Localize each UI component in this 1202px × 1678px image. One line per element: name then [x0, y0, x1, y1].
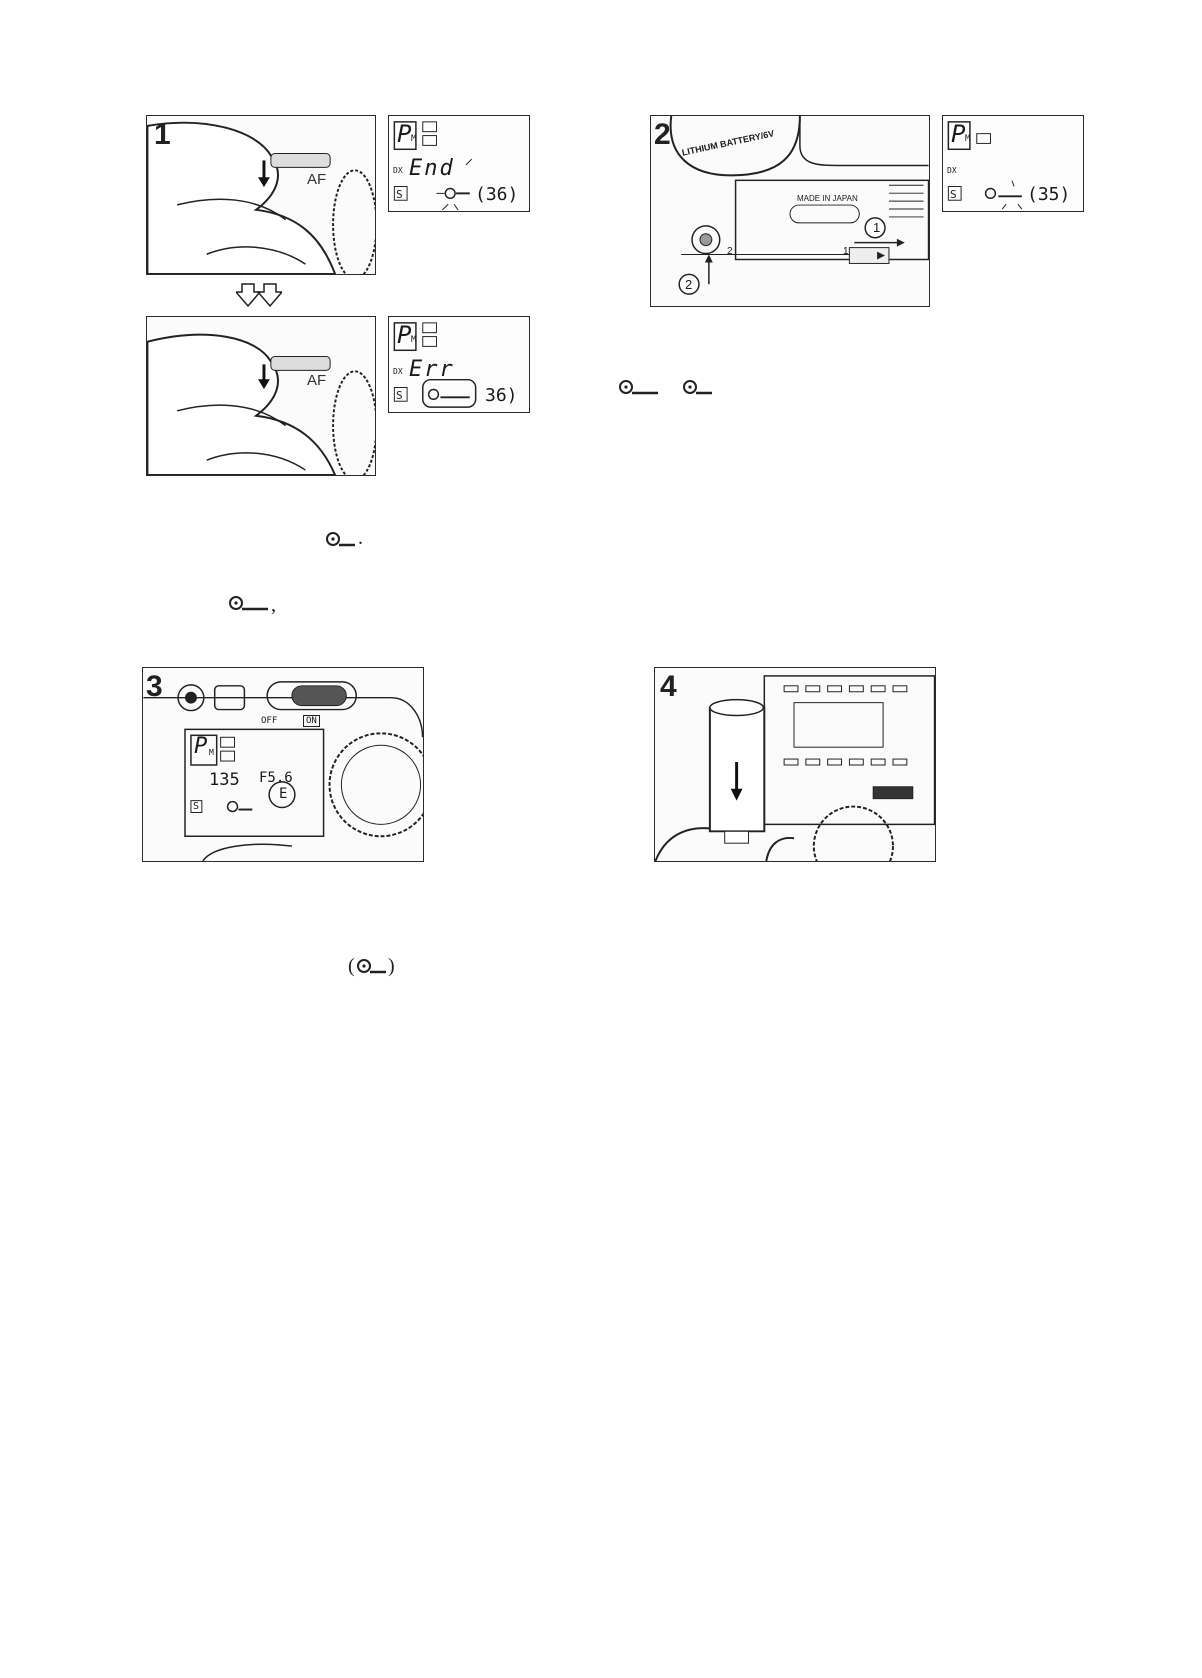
text-fragment-paren-open: ( [348, 955, 355, 977]
e-mark: E [279, 786, 288, 802]
lcd-frame-count: (36) [475, 184, 519, 205]
lcd-mode: P [194, 734, 208, 759]
on-label: ON [303, 715, 320, 727]
film-leader-icon-short [326, 532, 355, 547]
lcd-frame-count: (35) [1027, 184, 1071, 205]
off-label: OFF [261, 716, 278, 726]
figure-1-top-camera-illustration: AF [146, 115, 376, 275]
lcd-mode-sub: M [411, 134, 417, 144]
lcd-panel-fig2: P M DX S (35) [942, 115, 1084, 212]
callout-2: 2 [685, 277, 693, 292]
made-in-label: MADE IN JAPAN [797, 194, 858, 203]
text-fragment-paren-close: ) [388, 955, 395, 977]
step-number-1: 1 [154, 118, 171, 151]
step-number-3: 3 [146, 670, 163, 703]
lcd-mode-sub: M [965, 134, 971, 144]
af-label: AF [307, 372, 327, 389]
lcd-s: S [193, 801, 200, 812]
scale-label-1: 1 [843, 246, 849, 257]
lcd-panel-err: P M DX Err S 36) [388, 316, 530, 413]
lcd-dx: DX [393, 166, 403, 175]
lcd-main-readout: Err [409, 357, 455, 382]
lcd-mode-sub: M [209, 748, 214, 757]
lcd-dx: DX [393, 367, 403, 376]
lcd-dx: DX [947, 166, 957, 175]
figure-4-film-cartridge-illustration [654, 667, 936, 862]
film-leader-icon-long [619, 380, 658, 395]
film-leader-icon-short [357, 959, 386, 974]
scale-label-2: 2 [727, 246, 733, 257]
af-label: AF [307, 171, 327, 188]
figure-2-camera-bottom-illustration: LITHIUM BATTERY/6V MADE IN JAPAN 1 2 2 1 [650, 115, 930, 307]
down-arrow-icon [236, 283, 282, 308]
lcd-mode: P [397, 120, 412, 148]
text-fragment-period: . [358, 527, 363, 549]
figure-3-top-plate-illustration: OFF ON P M 135 F5.6 E S [142, 667, 424, 862]
shutter-release-drawing [147, 121, 375, 274]
lcd-main-readout: End [409, 156, 455, 181]
aperture-readout: F5.6 [259, 770, 293, 786]
lcd-mode-sub: M [411, 335, 417, 345]
shutter-speed-readout: 135 [209, 770, 240, 790]
step-number-4: 4 [660, 670, 677, 703]
lcd-panel-end: P M DX End S (36) [388, 115, 530, 212]
lcd-s: S [396, 188, 403, 201]
figure-1-bottom-camera-illustration: AF [146, 316, 376, 476]
lcd-s: S [396, 389, 403, 402]
callout-1: 1 [873, 220, 881, 235]
lcd-mode: P [397, 321, 412, 349]
lcd-s: S [950, 188, 957, 201]
text-fragment-comma: , [271, 594, 276, 616]
film-leader-icon-long [229, 596, 268, 611]
film-leader-icon-short [683, 380, 712, 395]
lcd-frame-count: 36) [485, 385, 518, 406]
step-number-2: 2 [654, 118, 671, 151]
lcd-mode: P [951, 120, 966, 148]
